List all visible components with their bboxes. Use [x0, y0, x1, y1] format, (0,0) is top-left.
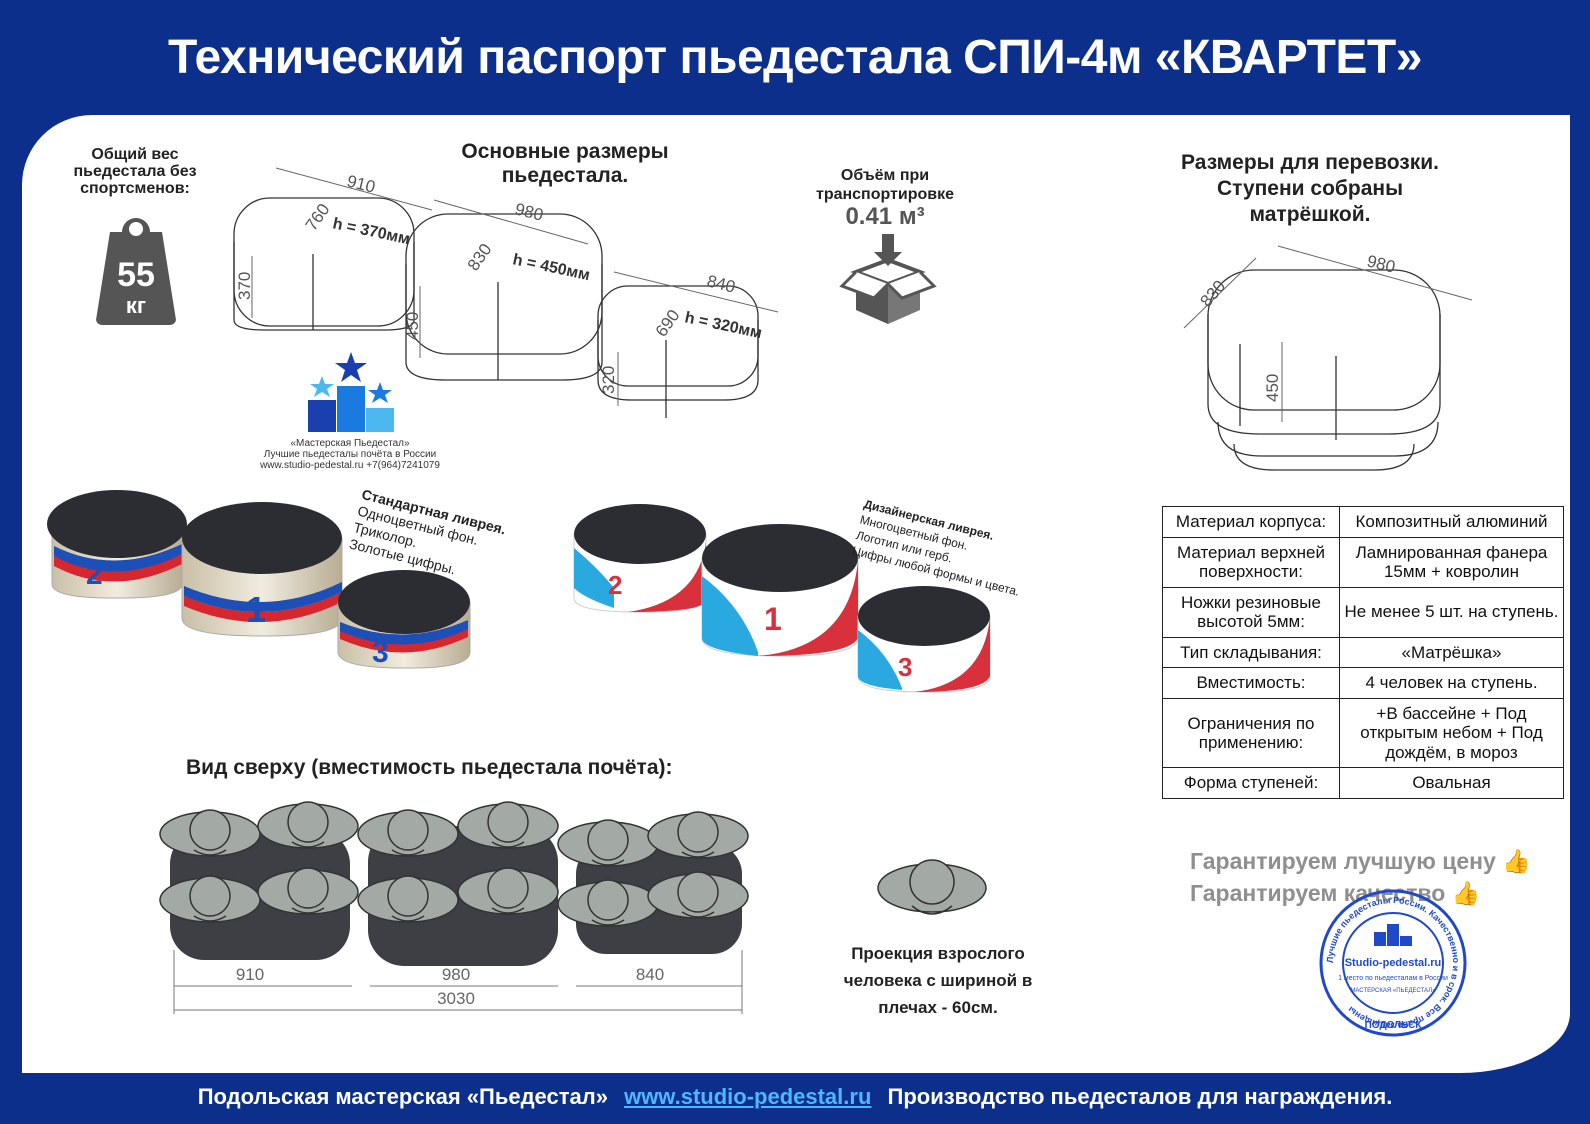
spec-table: Материал корпуса:Композитный алюминий Ма…	[1162, 506, 1564, 800]
step1-h-label: h = 450мм	[511, 251, 591, 284]
guarantee-price-text: Гарантируем лучшую цену	[1190, 848, 1496, 874]
table-row: Вместимость:4 человек на ступень.	[1162, 667, 1564, 699]
footer: Подольская мастерская «Пьедестал» www.st…	[0, 1084, 1590, 1110]
step1-length: 980	[513, 199, 545, 224]
step1-height: 450	[403, 312, 422, 340]
logo-mark	[308, 352, 394, 432]
guarantee-price: Гарантируем лучшую цену 👍	[1190, 848, 1531, 875]
spec-value: Не менее 5 шт. на ступень.	[1339, 586, 1564, 638]
projection-caption: Проекция взрослого человека с шириной в …	[843, 944, 1033, 1017]
spec-value: Композитный алюминий	[1339, 506, 1564, 538]
stamp-city: ПОДОЛЬСК	[1365, 1020, 1423, 1031]
spec-key: Материал корпуса:	[1162, 506, 1340, 538]
main-sizes-drawing: 910 980 840 760 830 690 370 450 320 h = …	[233, 167, 779, 418]
main-sizes-title: Основные размеры пьедестала.	[461, 140, 669, 187]
footer-left: Подольская мастерская «Пьедестал»	[197, 1084, 608, 1109]
transport-height: 450	[1263, 374, 1282, 402]
table-row: Ограничения по применению:+В бассейне + …	[1162, 697, 1564, 769]
transport-drawing: 980 830 450	[1183, 245, 1473, 471]
box-icon	[839, 234, 937, 324]
table-row: Ножки резиновые высотой 5мм:Не менее 5 ш…	[1162, 586, 1564, 638]
spec-value: +В бассейне + Под открытым небом + Под д…	[1339, 697, 1564, 769]
step2-height: 370	[235, 272, 254, 300]
step2-depth: 760	[302, 200, 334, 234]
standard-livery-render: 2 1 3	[47, 490, 471, 669]
podium-3-number: 3	[372, 636, 389, 669]
seal-stamp: Лучшие пьедесталы России. Качественно и …	[1319, 889, 1467, 1037]
designer-1-number: 1	[764, 601, 782, 637]
table-row: Тип складывания:«Матрёшка»	[1162, 636, 1564, 669]
guarantee-quality: Гарантируем качество 👍	[1190, 880, 1480, 907]
transport-depth: 830	[1197, 277, 1230, 311]
top-view-drawing: 910 980 840 3030	[159, 801, 749, 1014]
top-dim-1: 910	[236, 965, 264, 984]
step3-depth: 690	[652, 306, 684, 340]
volume-value: 0.41 м³	[845, 203, 925, 230]
logo-text: «Мастерская Пьедестал» Лучшие пьедесталы…	[240, 438, 460, 471]
transport-length: 980	[1365, 251, 1397, 276]
top-dim-total: 3030	[437, 989, 475, 1008]
spec-key: Ограничения по применению:	[1162, 697, 1340, 769]
podium-2-number: 2	[86, 558, 103, 591]
spec-key: Ножки резиновые высотой 5мм:	[1162, 586, 1340, 638]
spec-value: «Матрёшка»	[1339, 636, 1564, 669]
weight-caption: Общий вес пьедестала без спортсменов:	[73, 146, 197, 197]
designer-3-number: 3	[898, 652, 912, 682]
spec-value: Овальная	[1339, 767, 1564, 800]
podium-1-number: 1	[246, 589, 266, 630]
top-view-title: Вид сверху (вместимость пьедестала почёт…	[186, 756, 673, 779]
footer-website-link[interactable]: www.studio-pedestal.ru	[624, 1084, 872, 1109]
footer-right: Производство пьедесталов для награждения…	[887, 1084, 1393, 1109]
designer-2-number: 2	[608, 570, 622, 600]
logo-line-2: Лучшие пьедесталы почёта в России	[263, 449, 437, 460]
table-row: Материал верхней поверхности:Ламнированн…	[1162, 536, 1564, 588]
step1-depth: 830	[464, 240, 496, 274]
table-row: Форма ступеней:Овальная	[1162, 767, 1564, 800]
table-row: Материал корпуса:Композитный алюминий	[1162, 506, 1564, 538]
spec-key: Вместимость:	[1162, 667, 1340, 699]
stamp-sub: 1 место по пьедесталам в России	[1338, 975, 1448, 982]
person-projection-icon	[877, 859, 987, 915]
spec-value: Ламнированная фанера 15мм + ковролин	[1339, 536, 1564, 588]
transport-title: Размеры для перевозки. Ступени собраны м…	[1181, 151, 1439, 226]
weight-unit: кг	[126, 293, 146, 318]
designer-livery-render: 2 1 3	[573, 504, 991, 693]
step2-length: 910	[345, 171, 377, 196]
stamp-bottom: МАСТЕРСКАЯ «ПЬЕДЕСТАЛ»	[1350, 988, 1436, 994]
step3-length: 840	[705, 271, 737, 296]
weight-value: 55	[117, 256, 155, 294]
logo-line-1: «Мастерская Пьедестал»	[290, 438, 410, 449]
volume-caption: Объём при транспортировке	[815, 167, 955, 203]
weight-icon: 55 кг	[96, 218, 176, 325]
step3-height: 320	[599, 366, 618, 394]
step2-h-label: h = 370мм	[331, 215, 411, 248]
spec-key: Форма ступеней:	[1162, 767, 1340, 800]
top-dim-2: 980	[442, 965, 470, 984]
stamp-center: Studio-pedestal.ru	[1345, 957, 1442, 969]
step3-h-label: h = 320мм	[683, 309, 763, 342]
logo-line-3: www.studio-pedestal.ru +7(964)7241079	[260, 460, 440, 471]
spec-key: Материал верхней поверхности:	[1162, 536, 1340, 588]
spec-key: Тип складывания:	[1162, 636, 1340, 669]
spec-value: 4 человек на ступень.	[1339, 667, 1564, 699]
top-dim-3: 840	[636, 965, 664, 984]
page-title: Технический паспорт пьедестала СПИ-4м «К…	[168, 31, 1422, 84]
thumbs-up-icon: 👍	[1502, 848, 1531, 874]
thumbs-up-icon: 👍	[1451, 880, 1481, 906]
